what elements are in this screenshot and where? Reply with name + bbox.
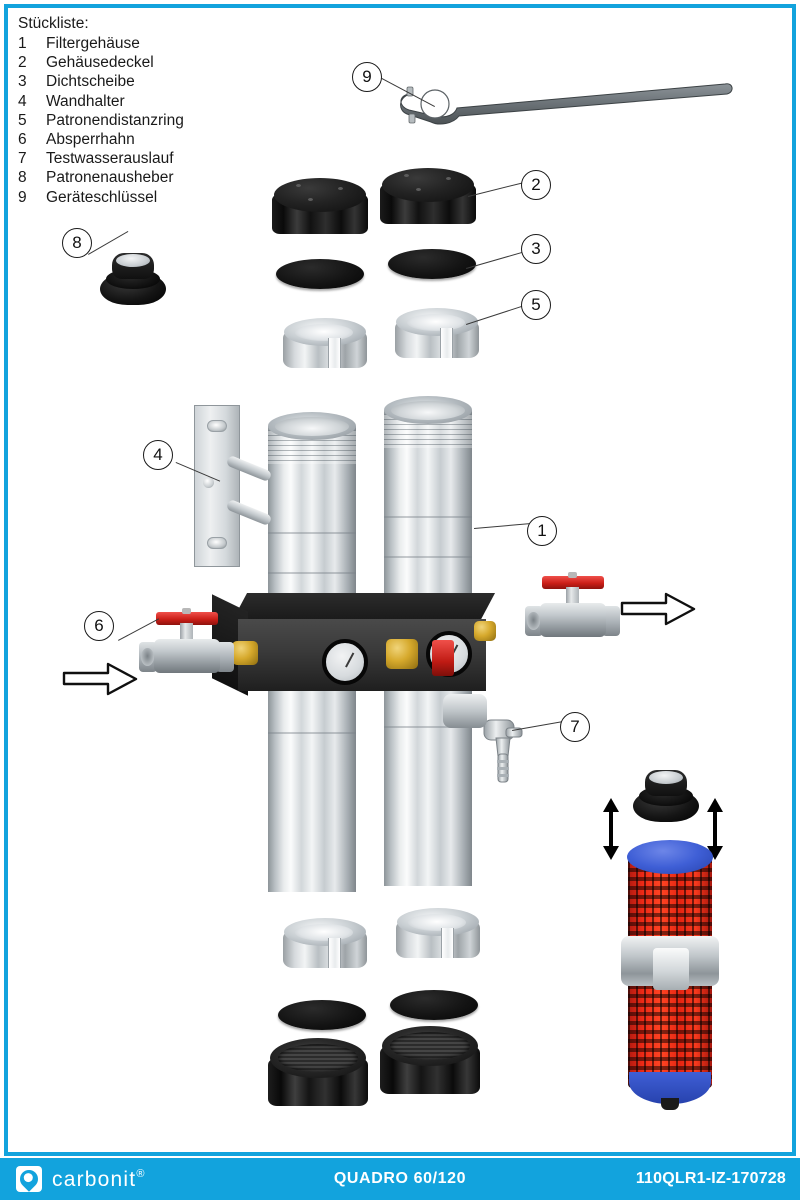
callout-1: 1 — [527, 516, 557, 546]
parts-list-item: 9 Geräteschlüssel — [18, 188, 318, 207]
callout-9: 9 — [352, 62, 382, 92]
patronendistanzring-lower-left — [283, 918, 367, 974]
part-number: 8 — [18, 169, 27, 187]
patronendistanzring-lower-right — [396, 908, 480, 964]
brand-trademark: ® — [136, 1168, 146, 1180]
pressure-gauge-left — [322, 639, 368, 685]
part-number: 6 — [18, 131, 27, 149]
part-label: Patronendistanzring — [46, 111, 184, 129]
parts-list-item: 5 Patronendistanzring — [18, 111, 318, 130]
part-number: 2 — [18, 54, 27, 72]
parts-list-item: 8 Patronenausheber — [18, 168, 318, 187]
leader-line-8 — [88, 231, 129, 255]
brand-name: carbonit® — [52, 1168, 146, 1192]
arrow-up-down-right-icon — [706, 798, 724, 860]
patronenausheber-puller — [100, 253, 166, 307]
part-number: 4 — [18, 92, 27, 110]
gehaeusedeckel-cup-left — [268, 1038, 368, 1110]
part-number: 3 — [18, 73, 27, 91]
callout-4: 4 — [143, 440, 173, 470]
document-code: 110QLR1-IZ-170728 — [635, 1170, 786, 1187]
testwasserauslauf-tap[interactable] — [480, 716, 536, 793]
parts-list: Stückliste: 1 Filtergehäuse 2 Gehäusedec… — [18, 14, 318, 207]
part-label: Filtergehäuse — [46, 35, 140, 52]
gehaeusedeckel-cap-right — [380, 168, 476, 230]
part-label: Gehäusedeckel — [46, 54, 154, 72]
callout-5: 5 — [521, 290, 551, 320]
callout-2: 2 — [521, 170, 551, 200]
parts-list-item: 7 Testwasserauslauf — [18, 149, 318, 168]
part-label: Dichtscheibe — [46, 73, 135, 91]
leader-line-1 — [474, 523, 530, 529]
absperrhahn-valve-outlet[interactable] — [525, 572, 620, 650]
dichtscheibe-disc-right — [388, 249, 476, 279]
product-name: QUADRO 60/120 — [333, 1170, 467, 1187]
callout-3: 3 — [521, 234, 551, 264]
part-number: 7 — [18, 150, 27, 168]
leader-line-2 — [468, 181, 525, 197]
part-number: 9 — [18, 188, 27, 206]
callout-8: 8 — [62, 228, 92, 258]
parts-list-item: 3 Dichtscheibe — [18, 72, 318, 91]
part-label: Absperrhahn — [46, 131, 135, 149]
part-label: Geräteschlüssel — [46, 188, 158, 206]
gehaeusedeckel-cup-right — [380, 1026, 480, 1098]
parts-list-title: Stückliste: — [18, 15, 89, 32]
part-label: Testwasserauslauf — [46, 150, 174, 168]
parts-list-item: 4 Wandhalter — [18, 92, 318, 111]
filter-cartridge — [621, 840, 719, 1110]
brass-port-right — [474, 621, 496, 641]
footer-bar: carbonit® QUADRO 60/120 110QLR1-IZ-17072… — [0, 1158, 800, 1200]
part-number: 1 — [18, 35, 27, 52]
flow-arrow-inlet-icon — [62, 662, 138, 696]
patronenausheber-on-cartridge — [633, 770, 699, 824]
brass-fitting-center — [386, 639, 418, 669]
dichtscheibe-disc-left — [276, 259, 364, 289]
dichtscheibe-lower-left — [278, 1000, 366, 1030]
callout-7: 7 — [560, 712, 590, 742]
part-label: Patronenausheber — [46, 169, 174, 187]
patronendistanzring-upper-right — [395, 308, 479, 364]
brass-port-left — [232, 641, 258, 665]
absperrhahn-valve-inlet[interactable] — [139, 608, 234, 686]
manifold-valve-handle[interactable] — [432, 640, 454, 676]
arrow-up-down-left-icon — [602, 798, 620, 860]
manifold-valve-body — [443, 694, 487, 728]
parts-list-item: 2 Gehäusedeckel — [18, 53, 318, 72]
brand-text: carbonit — [52, 1168, 137, 1191]
flow-arrow-outlet-icon — [620, 592, 696, 626]
patronendistanzring-upper-left — [283, 318, 367, 374]
geraeteschluessel-wrench — [395, 70, 735, 135]
parts-list-item: 1 Filtergehäuse — [18, 34, 318, 53]
carbonit-logo — [16, 1166, 42, 1192]
dichtscheibe-lower-right — [390, 990, 478, 1020]
part-number: 5 — [18, 111, 27, 129]
gehaeusedeckel-cap-left — [272, 178, 368, 240]
part-label: Wandhalter — [46, 92, 125, 110]
callout-6: 6 — [84, 611, 114, 641]
parts-list-item: 6 Absperrhahn — [18, 130, 318, 149]
